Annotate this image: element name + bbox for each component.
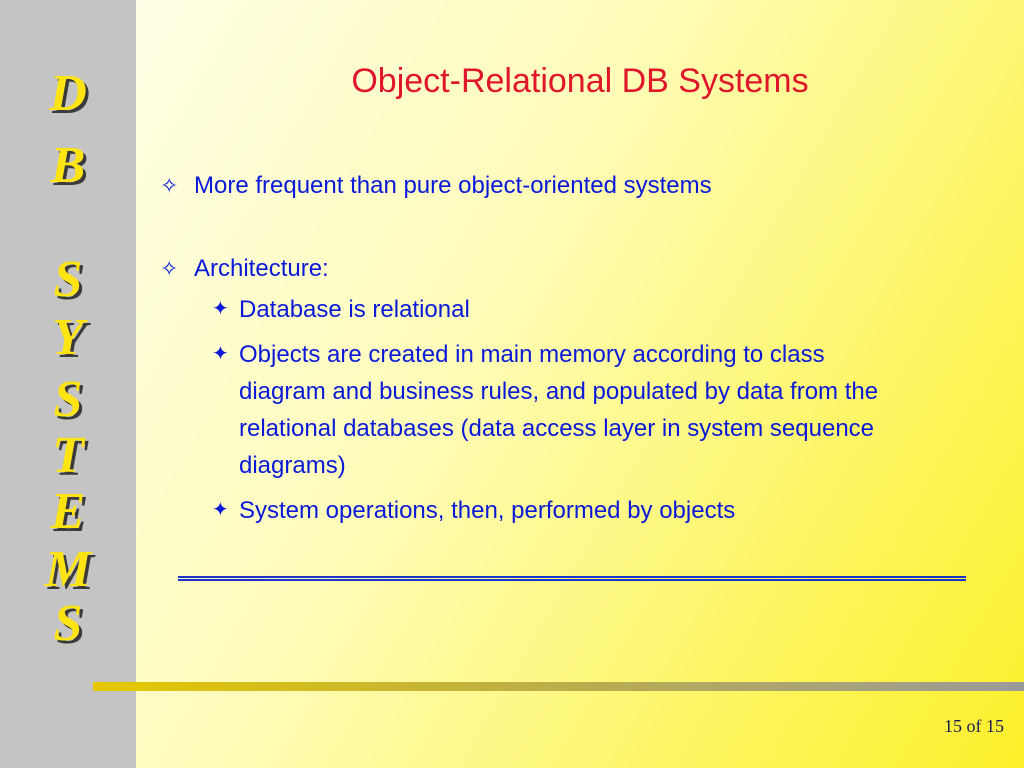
bullet-text: More frequent than pure object-oriented … bbox=[194, 172, 712, 199]
sub-bullet-item: ✦ Database is relational bbox=[212, 291, 470, 328]
sub-bullet-text: Database is relational bbox=[239, 296, 470, 323]
sidebar-letter-b: B bbox=[50, 137, 86, 194]
sidebar-letter-y: Y bbox=[52, 309, 84, 366]
four-point-star-outline-icon: ✧ bbox=[160, 256, 179, 281]
bullet-text: Architecture: bbox=[194, 255, 329, 282]
sub-bullet-item: ✦ Objects are created in main memory acc… bbox=[212, 336, 878, 484]
sub-bullet-text: System operations, then, performed by ob… bbox=[239, 497, 736, 524]
sub-bullet-line: diagram and business rules, and populate… bbox=[239, 378, 879, 405]
four-point-star-outline-icon: ✧ bbox=[160, 173, 179, 198]
four-point-star-icon: ✦ bbox=[212, 343, 229, 365]
sidebar-letter-m: M bbox=[44, 541, 92, 598]
sub-bullet-line: relational databases (data access layer … bbox=[239, 415, 875, 442]
sidebar-letter-s: S bbox=[53, 595, 83, 652]
double-divider-line bbox=[178, 576, 966, 581]
bullet-item: ✧ Architecture: bbox=[160, 255, 329, 283]
four-point-star-icon: ✦ bbox=[212, 298, 229, 320]
sidebar-letter-t: T bbox=[52, 427, 84, 484]
four-point-star-icon: ✦ bbox=[212, 499, 229, 521]
sidebar-panel: D B S Y S T E M S bbox=[0, 0, 136, 768]
sidebar-letter-s: S bbox=[53, 371, 83, 428]
sidebar-letter-s: S bbox=[53, 251, 83, 308]
footer-bar bbox=[93, 682, 1024, 691]
bullet-item: ✧ More frequent than pure object-oriented… bbox=[160, 172, 712, 200]
sub-bullet-item: ✦ System operations, then, performed by … bbox=[212, 492, 735, 529]
sidebar-letter-d: D bbox=[49, 65, 87, 122]
slide-title: Object-Relational DB Systems bbox=[351, 62, 809, 100]
page-number: 15 of 15 bbox=[944, 716, 1004, 736]
sub-bullet-line: Objects are created in main memory accor… bbox=[239, 341, 825, 368]
sidebar-letter-e: E bbox=[50, 483, 86, 540]
sub-bullet-line: diagrams) bbox=[239, 452, 346, 479]
